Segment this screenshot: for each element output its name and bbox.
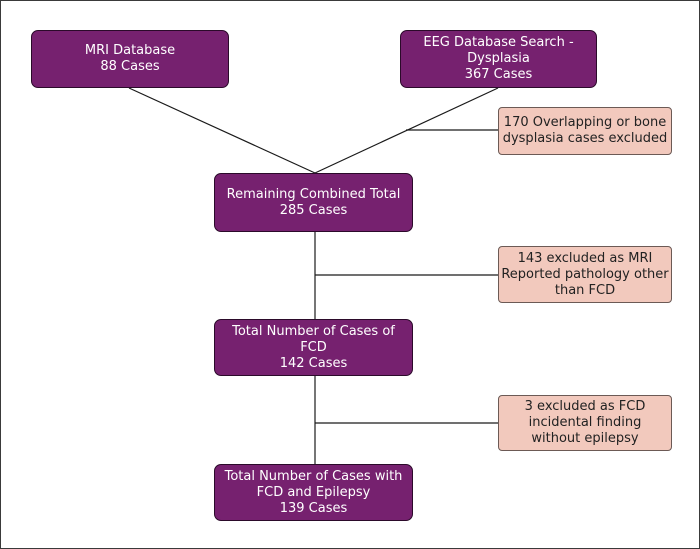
incidental-exclusion-line2: incidental finding: [528, 415, 642, 430]
mri-database-title: MRI Database: [84, 43, 176, 58]
pathology-exclusion-line1: 143 excluded as MRI: [517, 250, 653, 266]
eeg-database-box: EEG Database Search - Dysplasia 367 Case…: [400, 30, 597, 88]
fcd-cases-title-line1: Total Number of Cases of: [232, 323, 395, 339]
fcd-cases-box: Total Number of Cases of FCD 142 Cases: [214, 319, 413, 376]
fcd-epilepsy-title-line2: FCD and Epilepsy: [256, 484, 371, 500]
combined-total-box: Remaining Combined Total 285 Cases: [214, 173, 413, 232]
fcd-cases-count: 142 Cases: [279, 355, 348, 371]
incidental-exclusion-line1: 3 excluded as FCD: [524, 399, 646, 414]
overlap-exclusion-line2: dysplasia cases excluded: [502, 131, 668, 146]
overlap-exclusion-box: 170 Overlapping or bone dysplasia cases …: [498, 107, 672, 155]
fcd-cases-title-line2: FCD: [300, 339, 327, 355]
eeg-database-title-line1: EEG Database Search -: [423, 35, 574, 50]
overlap-exclusion-line1: 170 Overlapping or bone: [503, 115, 667, 130]
eeg-database-count: 367 Cases: [464, 67, 533, 82]
mri-database-count: 88 Cases: [100, 59, 160, 74]
fcd-epilepsy-count: 139 Cases: [279, 500, 348, 516]
incidental-exclusion-line3: without epilepsy: [531, 431, 639, 446]
eeg-database-title-line2: Dysplasia: [467, 51, 530, 66]
connector-mri-to-combined: [128, 87, 316, 174]
fcd-epilepsy-box: Total Number of Cases with FCD and Epile…: [214, 464, 413, 521]
combined-total-count: 285 Cases: [279, 202, 348, 218]
mri-database-box: MRI Database 88 Cases: [31, 30, 229, 88]
pathology-exclusion-box: 143 excluded as MRI Reported pathology o…: [498, 246, 672, 303]
pathology-exclusion-line2: Reported pathology other: [501, 266, 669, 282]
pathology-exclusion-line3: than FCD: [554, 282, 616, 298]
fcd-epilepsy-title-line1: Total Number of Cases with: [224, 468, 403, 484]
incidental-exclusion-box: 3 excluded as FCD incidental finding wit…: [498, 395, 672, 451]
combined-total-title: Remaining Combined Total: [226, 186, 401, 202]
